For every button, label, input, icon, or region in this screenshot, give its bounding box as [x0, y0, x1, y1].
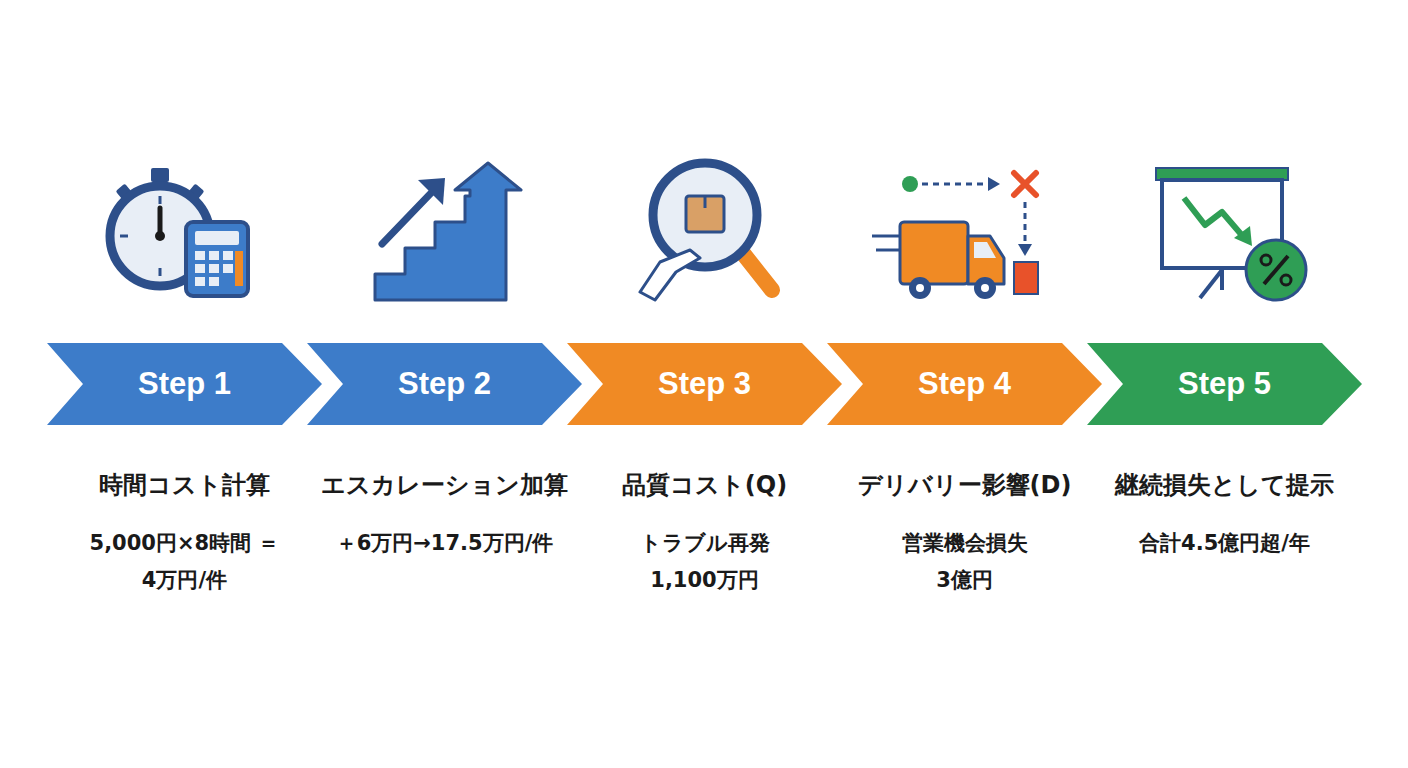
stairs-icon [375, 163, 521, 300]
magnifier-icon [640, 163, 772, 300]
step-heading: エスカレーション加算 [277, 469, 612, 501]
chevron-fill [47, 343, 322, 425]
truck-icon [872, 173, 1038, 299]
step-label: Step 2 [307, 343, 582, 425]
step-label: Step 4 [827, 343, 1102, 425]
step-description: ＋6万円→17.5万円/件 [295, 525, 595, 562]
chevron-fill [1087, 343, 1362, 425]
step-chevron: Step 5継続損失として提示合計4.5億円超/年 [1087, 343, 1362, 633]
step-label: Step 1 [47, 343, 322, 425]
step-chevron: Step 2エスカレーション加算＋6万円→17.5万円/件 [307, 343, 582, 633]
presentation-icon [1156, 168, 1306, 300]
step-chevron: Step 4デリバリー影響(D)営業機会損失 3億円 [827, 343, 1102, 633]
step-chevron: Step 3品質コスト(Q)トラブル再発 1,100万円 [567, 343, 842, 633]
step-label: Step 5 [1087, 343, 1362, 425]
step-description: 合計4.5億円超/年 [1085, 525, 1365, 562]
chevron-fill [567, 343, 842, 425]
step-label: Step 3 [567, 343, 842, 425]
step-heading: 継続損失として提示 [1057, 469, 1392, 501]
chevron-fill [307, 343, 582, 425]
step-description: 5,000円×8時間 ＝4万円/件 [85, 525, 285, 599]
step-description: トラブル再発 1,100万円 [625, 525, 785, 599]
step-chevron: Step 1時間コスト計算5,000円×8時間 ＝4万円/件 [47, 343, 322, 633]
step-description: 営業機会損失 3億円 [885, 525, 1045, 599]
step-heading: 時間コスト計算 [17, 469, 352, 501]
step-heading: デリバリー影響(D) [797, 469, 1132, 501]
calculator-icon [186, 222, 248, 296]
step-heading: 品質コスト(Q) [537, 469, 872, 501]
chevron-fill [827, 343, 1102, 425]
